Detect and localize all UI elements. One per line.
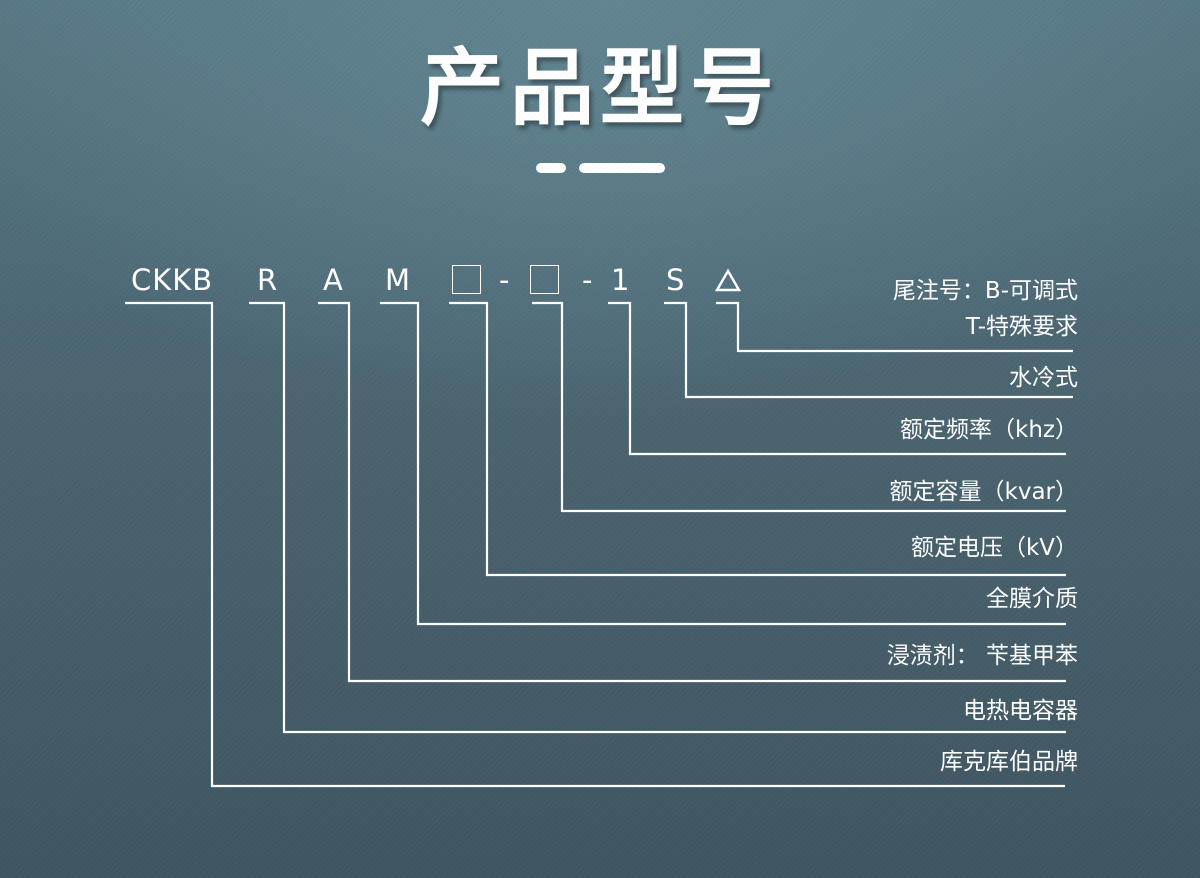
code-brand: CKKB: [131, 263, 214, 297]
connector-frequency: [608, 301, 1066, 456]
connector-m: [380, 301, 1066, 626]
title-underline-short: [536, 163, 566, 173]
connector-voltage: [449, 301, 1066, 577]
connector-a: [318, 301, 1066, 683]
label-suffix-line1: 尾注号：B-可调式: [892, 278, 1078, 304]
label-impregnant: 浸渍剂： 苄基甲苯: [886, 643, 1078, 669]
connector-brand: [125, 301, 1065, 788]
triangle-icon: [715, 268, 741, 292]
code-frequency-1: 1: [611, 263, 631, 297]
label-electrothermal-capacitor: 电热电容器: [963, 698, 1078, 724]
code-r: R: [257, 263, 279, 297]
title-underline-long: [579, 163, 665, 173]
code-dash-1: -: [499, 263, 511, 297]
connector-capacity: [532, 301, 1066, 513]
code-m: M: [385, 263, 412, 297]
connector-suffix: [716, 301, 1073, 353]
label-full-film-dielectric: 全膜介质: [986, 586, 1078, 612]
label-water-cooled: 水冷式: [1009, 365, 1078, 391]
page-title: 产品型号: [419, 39, 780, 137]
label-rated-frequency: 额定频率（khz）: [900, 417, 1078, 443]
code-dash-2: -: [582, 263, 594, 297]
connector-s: [664, 301, 1073, 399]
code-voltage-placeholder-box: [452, 265, 481, 294]
connector-r: [249, 301, 1066, 734]
label-rated-voltage: 额定电压（kV）: [910, 535, 1078, 561]
code-a: A: [323, 263, 344, 297]
label-brand-name: 库克库伯品牌: [940, 749, 1078, 775]
code-s: S: [666, 263, 686, 297]
code-capacity-placeholder-box: [530, 265, 559, 294]
label-rated-capacity: 额定容量（kvar）: [889, 479, 1078, 505]
label-suffix-line2: T-特殊要求: [965, 314, 1078, 340]
